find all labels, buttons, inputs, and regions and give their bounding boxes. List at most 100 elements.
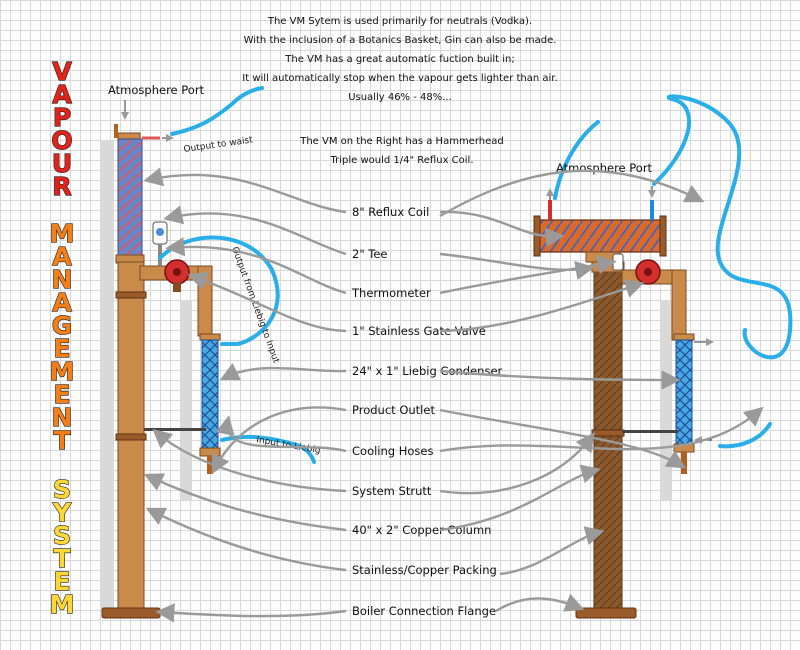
liebig-condenser-right — [675, 339, 693, 445]
label-tee: 2" Tee — [352, 247, 387, 261]
atmosphere-port-pipe — [114, 124, 118, 138]
right-unit-note: The VM on the Right has a Hammerhead Tri… — [299, 136, 504, 166]
pointer-arrow — [143, 473, 347, 532]
pointer-arrow — [215, 415, 347, 453]
hose-right-coil-out — [652, 94, 793, 360]
title-word-system: S Y S T E M — [49, 474, 75, 619]
liebig-top-fitting — [199, 333, 221, 341]
right-pointers — [439, 169, 764, 613]
pointer-arrow — [152, 428, 347, 493]
label-boiler-flange: Boiler Connection Flange — [352, 604, 496, 618]
title-letter: T — [53, 544, 70, 573]
downpipe-right — [671, 269, 687, 341]
pointer-arrow — [439, 369, 681, 390]
label-cooling-hoses: Cooling Hoses — [352, 444, 433, 458]
pointer-arrow — [187, 271, 347, 333]
column-band — [115, 433, 147, 441]
pointer-arrow — [439, 255, 617, 295]
title-letter: N — [52, 265, 73, 294]
pointer-arrow — [211, 406, 347, 475]
hose-liebig-return — [158, 235, 280, 346]
title-word-vapour: V A P O U R — [51, 56, 73, 201]
title-letter: T — [53, 426, 70, 455]
title-letter: E — [53, 567, 70, 596]
shadow — [180, 300, 192, 500]
intro-line: The VM Sytem is used primarily for neutr… — [267, 16, 532, 27]
pointer-arrow — [439, 432, 595, 495]
pointer-arrow — [439, 279, 645, 333]
label-liebig-condenser: 24" x 1" Liebig Condenser — [352, 364, 503, 378]
liebig-condenser-left — [201, 339, 219, 449]
pointer-arrow — [165, 237, 347, 295]
intro-text: The VM Sytem is used primarily for neutr… — [242, 16, 557, 103]
shadow — [100, 140, 114, 610]
title-letter: A — [52, 242, 72, 271]
coil-port-red — [548, 200, 552, 220]
pointer-arrow — [499, 526, 605, 576]
vertical-title: V A P O U R M A N A G E M E N T S Y S T … — [49, 56, 75, 619]
title-word-management: M A N A G E M E N T — [49, 218, 75, 455]
pointer-arrow — [439, 169, 705, 218]
boiler-flange-left — [101, 607, 161, 619]
liebig-bottom-fitting — [199, 447, 221, 457]
title-letter: A — [52, 288, 72, 317]
thermometer-stem — [158, 244, 162, 266]
label-gate-valve: 1" Stainless Gate Valve — [352, 324, 486, 338]
title-letter: Y — [52, 498, 72, 527]
reflux-coil-left — [117, 138, 143, 258]
hose-right-coil-in — [553, 120, 600, 200]
title-letter: P — [53, 103, 71, 132]
label-product-outlet: Product Outlet — [352, 403, 435, 417]
title-letter: V — [52, 57, 72, 86]
valve-body — [173, 282, 181, 292]
pointer-arrow — [155, 603, 347, 623]
coil-port-blue — [650, 200, 654, 220]
title-letter: E — [53, 334, 70, 363]
shadow — [660, 300, 672, 500]
liebig-top-fitting — [673, 333, 695, 341]
intro-line: It will automatically stop when the vapo… — [242, 73, 557, 84]
pointer-arrow — [495, 593, 585, 613]
center-labels: 8" Reflux Coil 2" Tee Thermometer 1" Sta… — [351, 205, 503, 618]
label-packing: Stainless/Copper Packing — [352, 563, 497, 577]
pointer-arrow — [163, 205, 347, 256]
pointer-arrow — [145, 507, 347, 572]
title-letter: M — [50, 357, 75, 386]
downpipe-left — [197, 265, 213, 337]
title-letter: M — [50, 590, 75, 619]
title-letter: A — [52, 80, 72, 109]
system-strutt-right — [622, 430, 678, 433]
hose-output-to-waist — [170, 86, 264, 136]
title-letter: U — [52, 149, 72, 178]
thermometer-right — [612, 253, 624, 271]
note-line: The VM on the Right has a Hammerhead — [299, 136, 504, 147]
pointer-arrow — [439, 252, 595, 280]
title-letter: G — [52, 311, 73, 340]
atmosphere-port-left-label: Atmosphere Port — [108, 83, 205, 97]
thermometer-dial — [156, 228, 164, 236]
title-letter: O — [51, 126, 72, 155]
intro-line: The VM has a great automatic fuction bui… — [284, 54, 514, 65]
label-thermometer: Thermometer — [351, 286, 431, 300]
title-letter: S — [53, 521, 71, 550]
product-outlet-pipe — [681, 452, 687, 474]
left-pointers — [143, 167, 347, 623]
pointer-arrow — [439, 408, 687, 469]
hose-right-liebig-in — [718, 422, 772, 449]
valve-hub — [173, 268, 181, 276]
boiler-flange-right — [575, 607, 637, 619]
note-line: Triple would 1/4" Reflux Coil. — [329, 155, 473, 166]
reflux-top-cap — [117, 132, 141, 140]
pointer-arrow — [439, 210, 565, 247]
coil-end-cap — [659, 215, 667, 257]
column-band — [591, 429, 625, 437]
intro-line: Usually 46% - 48%... — [348, 92, 452, 103]
title-letter: S — [53, 475, 71, 504]
title-letter: N — [52, 403, 73, 432]
right-apparatus: Atmosphere Port — [533, 94, 793, 619]
valve-hub — [644, 268, 652, 276]
pointer-arrow — [439, 464, 601, 532]
output-to-waist-label: Output to waist — [183, 135, 254, 155]
